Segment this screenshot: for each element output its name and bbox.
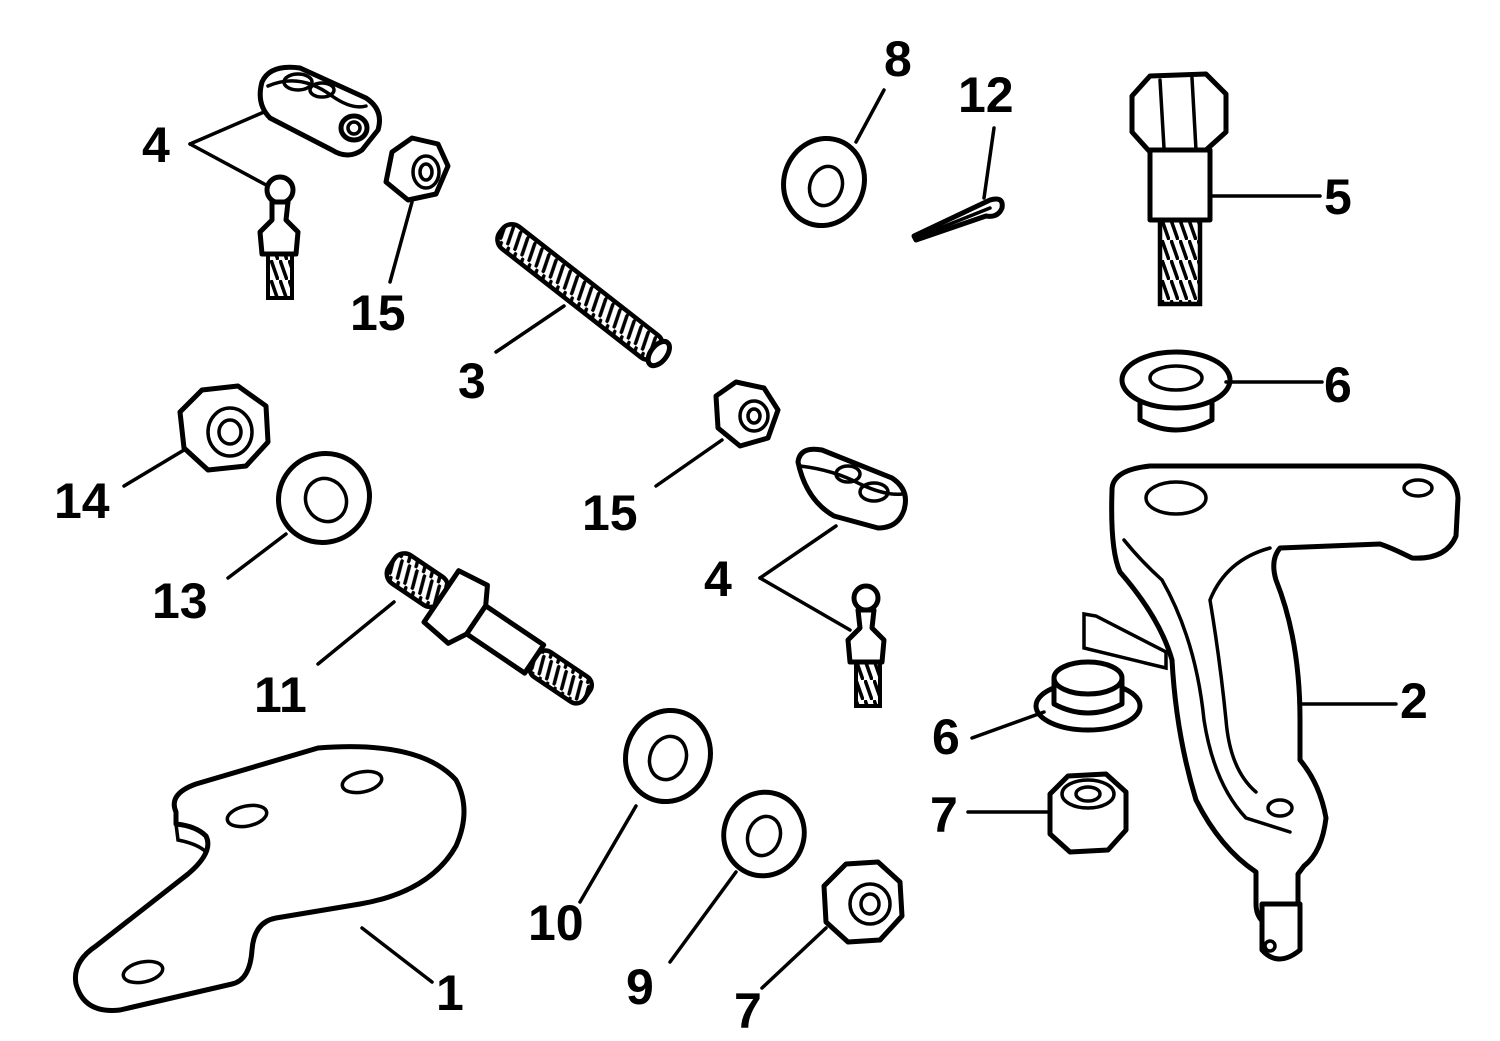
part-9-washer [721,789,807,879]
part-6-bushing-upper [1119,349,1233,433]
callout-4-middle: 4 [704,551,732,607]
part-15-hex-nut-middle [713,379,781,449]
callout-7-bottom: 7 [734,983,762,1039]
callout-15-middle: 15 [582,485,638,541]
part-15-hex-nut-upper [383,135,451,203]
part-4-rod-end-middle [795,446,908,531]
callout-4-upper: 4 [142,117,170,173]
callout-1: 1 [436,965,464,1021]
part-8-washer [781,135,867,229]
part-14-hex-nut [177,383,271,473]
part-5-shoulder-bolt [1129,71,1229,307]
callout-12: 12 [958,67,1014,123]
callout-3: 3 [458,353,486,409]
callout-10: 10 [528,895,584,951]
callout-6-lower: 6 [932,709,960,765]
callout-13: 13 [152,573,208,629]
callout-14: 14 [54,473,110,529]
callout-6-upper: 6 [1324,357,1352,413]
callout-7-right: 7 [930,787,958,843]
callout-9: 9 [626,959,654,1015]
callout-labels: 4 15 3 14 13 11 1 10 9 7 15 4 8 12 5 6 2… [54,31,1428,1039]
part-12-cotter-pin [911,196,1005,243]
part-1-mounting-plate [72,744,467,1013]
part-11-pivot-stud [384,551,595,706]
part-4-ball-stud-upper [257,174,301,300]
callout-5: 5 [1324,169,1352,225]
callout-11: 11 [254,667,307,723]
part-2-steering-arm [1082,463,1461,962]
part-4-rod-end-upper [257,64,382,158]
part-4-ball-stud-middle [845,583,887,708]
callout-8: 8 [884,31,912,87]
part-7-lock-nut-bottom [821,859,905,945]
leader-lines [122,88,1398,990]
callout-15-upper: 15 [350,285,406,341]
part-13-washer [275,450,373,546]
part-7-lock-nut-right [1047,771,1129,855]
callout-2: 2 [1400,673,1428,729]
part-10-washer [623,707,713,805]
part-6-bushing-lower [1033,659,1143,733]
part-3-threaded-rod [495,221,672,369]
